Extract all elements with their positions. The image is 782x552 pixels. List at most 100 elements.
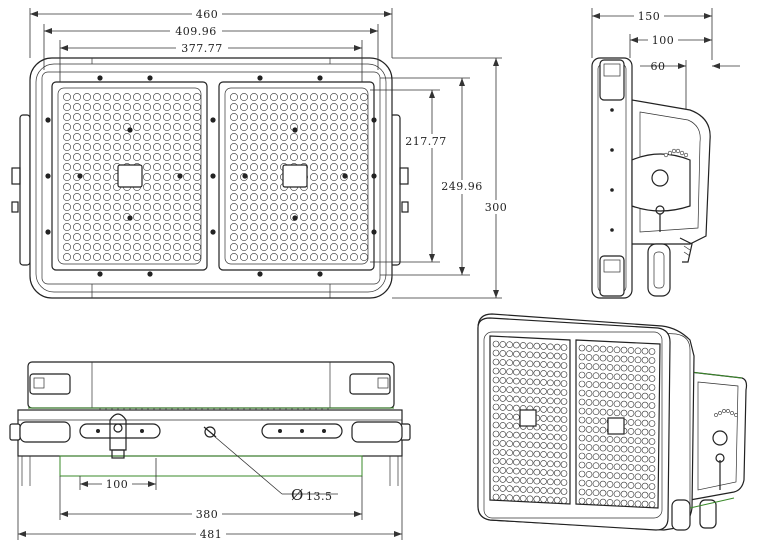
led-dot xyxy=(592,345,600,353)
led-dot xyxy=(183,123,191,131)
led-dot xyxy=(270,153,278,161)
led-dot xyxy=(533,468,541,476)
led-dot xyxy=(133,113,141,121)
led-dot xyxy=(540,424,547,431)
led-dot xyxy=(613,391,621,399)
led-dot xyxy=(230,103,238,111)
led-dot xyxy=(73,123,81,131)
led-dot xyxy=(506,494,513,502)
led-dot xyxy=(360,143,368,151)
led-dot xyxy=(270,193,278,201)
led-dot xyxy=(499,350,507,357)
led-dot xyxy=(193,243,201,251)
led-dot xyxy=(113,223,121,231)
led-dot xyxy=(675,148,681,154)
led-dot xyxy=(270,113,278,121)
led-dot xyxy=(113,103,121,111)
led-dot xyxy=(613,481,621,489)
dim-bracket-spacing: 100 xyxy=(106,478,129,491)
led-dot xyxy=(641,464,649,472)
led-dot xyxy=(360,113,368,121)
led-dot xyxy=(519,360,527,367)
led-dot xyxy=(63,203,71,211)
led-dot xyxy=(513,404,520,412)
led-dot xyxy=(63,113,71,121)
led-dot xyxy=(648,384,656,391)
led-dot xyxy=(620,472,628,480)
led-dot xyxy=(280,253,288,261)
led-dot xyxy=(93,133,101,141)
led-dot xyxy=(73,243,81,251)
led-dot xyxy=(547,469,554,477)
led-dot xyxy=(634,437,642,445)
dim-overall-height: 300 xyxy=(485,201,508,214)
led-dot xyxy=(83,93,91,101)
led-dot xyxy=(553,496,561,504)
led-dot xyxy=(173,113,181,121)
led-dot xyxy=(578,407,586,415)
led-dot xyxy=(547,451,554,459)
led-dot xyxy=(63,253,71,261)
led-dot xyxy=(103,103,111,111)
led-dot xyxy=(183,243,191,251)
led-dot xyxy=(606,481,614,488)
led-dot xyxy=(260,223,268,231)
led-dot xyxy=(63,173,71,181)
led-dot xyxy=(83,133,91,141)
led-dot xyxy=(513,386,520,394)
led-dot xyxy=(270,223,278,231)
led-dot xyxy=(599,399,607,407)
led-dot xyxy=(330,223,338,231)
led-dot xyxy=(506,386,513,394)
led-dot xyxy=(73,203,81,211)
led-dot xyxy=(519,432,527,439)
led-dot xyxy=(163,203,171,211)
led-dot xyxy=(592,417,600,425)
led-dot xyxy=(519,486,527,493)
led-dot xyxy=(599,408,607,416)
led-dot xyxy=(578,479,586,487)
led-dot xyxy=(526,459,534,467)
led-dot xyxy=(290,203,298,211)
led-dot xyxy=(143,133,151,141)
led-dot xyxy=(193,103,201,111)
bottom-view xyxy=(9,361,411,486)
led-dot xyxy=(290,233,298,241)
led-dot xyxy=(560,425,568,432)
led-dot xyxy=(113,113,121,121)
led-dot xyxy=(103,253,111,261)
led-dot xyxy=(93,93,101,101)
led-dot xyxy=(133,243,141,251)
led-dot xyxy=(320,233,328,241)
screw xyxy=(371,117,377,123)
led-dot xyxy=(310,253,318,261)
led-dot xyxy=(183,173,191,181)
led-dot xyxy=(93,243,101,251)
led-dot xyxy=(585,354,593,361)
led-dot xyxy=(310,153,318,161)
led-dot xyxy=(73,103,81,111)
led-dot xyxy=(63,193,71,201)
led-dot xyxy=(578,389,586,397)
led-dot xyxy=(123,113,131,121)
led-dot xyxy=(153,163,161,171)
led-dot xyxy=(513,368,520,376)
led-dot xyxy=(240,113,248,121)
led-dot xyxy=(560,497,568,504)
led-dot xyxy=(526,369,534,377)
led-dot xyxy=(599,480,607,488)
led-dot xyxy=(560,380,568,387)
led-dot xyxy=(250,193,258,201)
led-dot xyxy=(634,410,642,418)
led-dot xyxy=(260,93,268,101)
led-dot xyxy=(270,213,278,221)
led-dot xyxy=(113,213,121,221)
led-dot xyxy=(634,500,642,508)
led-dot xyxy=(123,103,131,111)
led-dot xyxy=(547,379,554,387)
led-dot xyxy=(492,484,500,492)
led-dot xyxy=(620,364,628,372)
led-dot xyxy=(648,465,656,472)
led-dot xyxy=(230,143,238,151)
